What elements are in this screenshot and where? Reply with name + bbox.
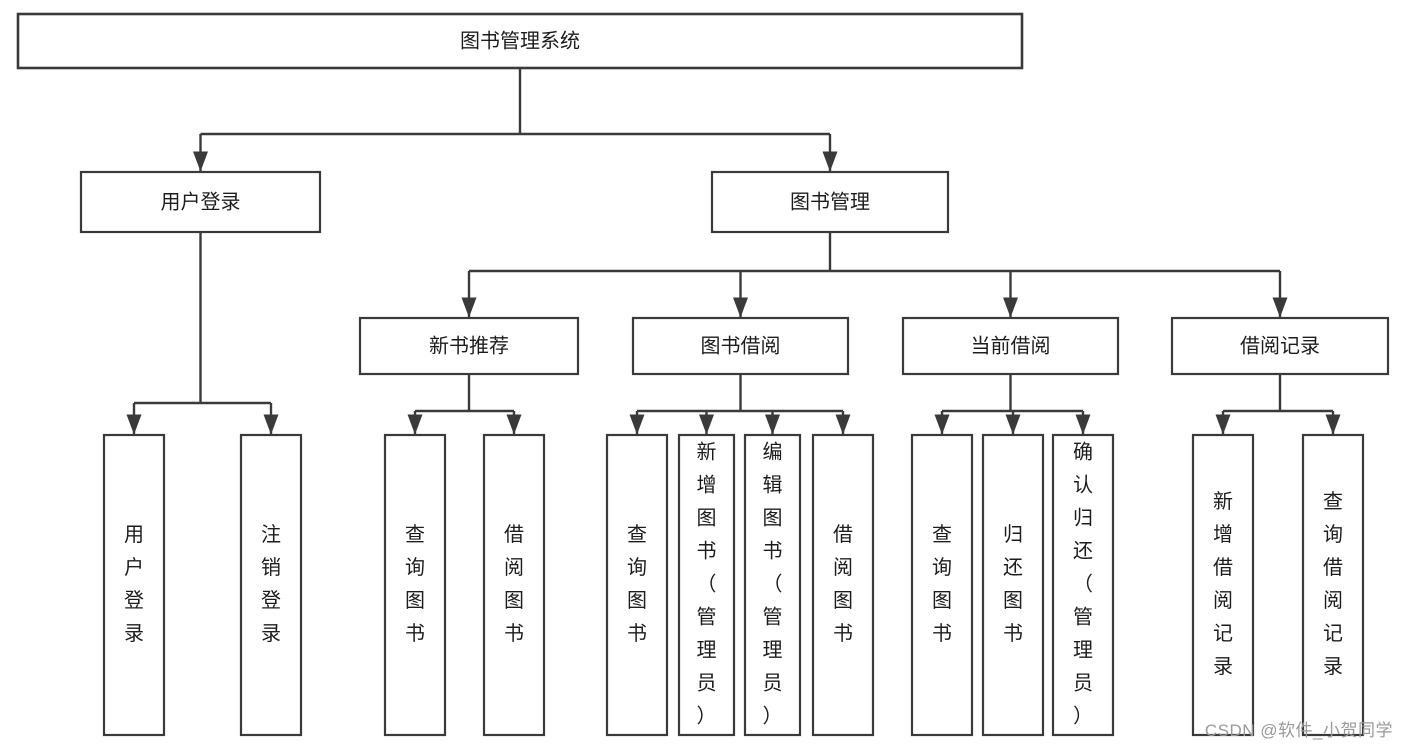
node-label-l2-book-borrow: 图书借阅 <box>701 334 781 357</box>
node-leaf-logout[interactable]: 注销登录 <box>239 433 303 737</box>
node-label-l2-current-borrow: 当前借阅 <box>971 334 1051 357</box>
node-label-leaf-logout: 注销登录 <box>261 523 281 645</box>
arrow-head-icon <box>461 297 477 318</box>
arrow-head-icon <box>126 414 142 435</box>
arrow-head-icon <box>1325 414 1341 435</box>
node-box-leaf-confirm-return[interactable] <box>1051 433 1115 737</box>
node-label-l1-user-login: 用户登录 <box>161 190 241 213</box>
node-label-leaf-add-book: 新增图书（管理员） <box>697 440 717 727</box>
node-label-leaf-add-record: 新增借阅记录 <box>1213 490 1233 678</box>
node-box-leaf-user-login[interactable] <box>102 433 166 737</box>
node-label-leaf-borrow-book-2: 借阅图书 <box>833 523 853 645</box>
node-label-l2-borrow-record: 借阅记录 <box>1240 334 1320 357</box>
node-leaf-query-book-2[interactable]: 查询图书 <box>605 433 669 737</box>
node-leaf-query-record[interactable]: 查询借阅记录 <box>1301 433 1365 737</box>
node-leaf-return-book[interactable]: 归还图书 <box>981 433 1045 737</box>
node-box-leaf-add-record[interactable] <box>1191 433 1255 737</box>
node-l1-user-login[interactable]: 用户登录 <box>79 170 322 234</box>
node-leaf-query-book-3[interactable]: 查询图书 <box>910 433 974 737</box>
node-leaf-user-login[interactable]: 用户登录 <box>102 433 166 737</box>
arrow-head-icon <box>263 414 279 435</box>
node-box-l2-current-borrow[interactable] <box>901 316 1120 376</box>
node-label-l1-book-mgmt: 图书管理 <box>790 190 870 213</box>
node-l2-current-borrow[interactable]: 当前借阅 <box>901 316 1120 376</box>
node-leaf-edit-book[interactable]: 编辑图书（管理员） <box>743 433 802 737</box>
arrow-head-icon <box>733 297 748 318</box>
node-l2-new-book-rec[interactable]: 新书推荐 <box>358 316 580 376</box>
node-leaf-borrow-book-2[interactable]: 借阅图书 <box>811 433 875 737</box>
node-box-l1-user-login[interactable] <box>79 170 322 234</box>
arrow-head-icon <box>934 414 950 435</box>
node-label-leaf-confirm-return: 确认归还（管理员） <box>1073 440 1093 727</box>
node-box-l2-new-book-rec[interactable] <box>358 316 580 376</box>
node-box-leaf-query-record[interactable] <box>1301 433 1365 737</box>
node-label-leaf-query-book-2: 查询图书 <box>627 523 647 645</box>
arrow-head-icon <box>506 414 522 435</box>
node-leaf-borrow-book-1[interactable]: 借阅图书 <box>482 433 546 737</box>
arrow-head-icon <box>193 151 208 172</box>
arrow-head-icon <box>1215 414 1231 435</box>
node-label-leaf-query-record: 查询借阅记录 <box>1323 490 1343 678</box>
node-box-l1-book-mgmt[interactable] <box>710 170 950 234</box>
arrow-head-icon <box>407 414 423 435</box>
node-root[interactable]: 图书管理系统 <box>16 12 1024 70</box>
arrow-head-icon <box>835 414 851 435</box>
arrow-head-icon <box>822 151 838 172</box>
node-leaf-add-book[interactable]: 新增图书（管理员） <box>677 433 736 737</box>
connector-edges <box>126 68 1341 435</box>
arrow-head-icon <box>699 414 714 435</box>
node-box-leaf-logout[interactable] <box>239 433 303 737</box>
node-label-leaf-borrow-book-1: 借阅图书 <box>504 523 524 645</box>
node-box-root[interactable] <box>16 12 1024 70</box>
node-box-leaf-borrow-book-2[interactable] <box>811 433 875 737</box>
node-box-leaf-return-book[interactable] <box>981 433 1045 737</box>
arrow-head-icon <box>1075 414 1091 435</box>
node-box-l2-book-borrow[interactable] <box>631 316 850 376</box>
node-label-leaf-user-login: 用户登录 <box>124 524 144 645</box>
node-label-l2-new-book-rec: 新书推荐 <box>429 334 509 357</box>
arrow-head-icon <box>765 414 780 435</box>
node-box-leaf-query-book-3[interactable] <box>910 433 974 737</box>
node-l1-book-mgmt[interactable]: 图书管理 <box>710 170 950 234</box>
node-box-leaf-query-book-2[interactable] <box>605 433 669 737</box>
node-label-root: 图书管理系统 <box>460 29 580 52</box>
node-l2-book-borrow[interactable]: 图书借阅 <box>631 316 850 376</box>
node-l2-borrow-record[interactable]: 借阅记录 <box>1170 316 1390 376</box>
arrow-head-icon <box>1005 414 1021 435</box>
node-box-leaf-borrow-book-1[interactable] <box>482 433 546 737</box>
node-leaf-query-book-1[interactable]: 查询图书 <box>383 433 447 737</box>
node-label-leaf-query-book-3: 查询图书 <box>932 523 952 645</box>
arrow-head-icon <box>629 414 645 435</box>
node-leaf-confirm-return[interactable]: 确认归还（管理员） <box>1051 433 1115 737</box>
node-box-leaf-edit-book[interactable] <box>743 433 802 737</box>
arrow-head-icon <box>1272 297 1288 318</box>
arrow-head-icon <box>1003 297 1018 318</box>
node-label-leaf-query-book-1: 查询图书 <box>405 523 425 645</box>
node-label-leaf-edit-book: 编辑图书（管理员） <box>763 440 783 727</box>
node-box-leaf-query-book-1[interactable] <box>383 433 447 737</box>
node-box-leaf-add-book[interactable] <box>677 433 736 737</box>
node-leaf-add-record[interactable]: 新增借阅记录 <box>1191 433 1255 737</box>
node-boxes: 图书管理系统用户登录图书管理新书推荐图书借阅当前借阅借阅记录用户登录注销登录查询… <box>16 12 1390 737</box>
node-box-l2-borrow-record[interactable] <box>1170 316 1390 376</box>
node-label-leaf-return-book: 归还图书 <box>1003 523 1023 645</box>
